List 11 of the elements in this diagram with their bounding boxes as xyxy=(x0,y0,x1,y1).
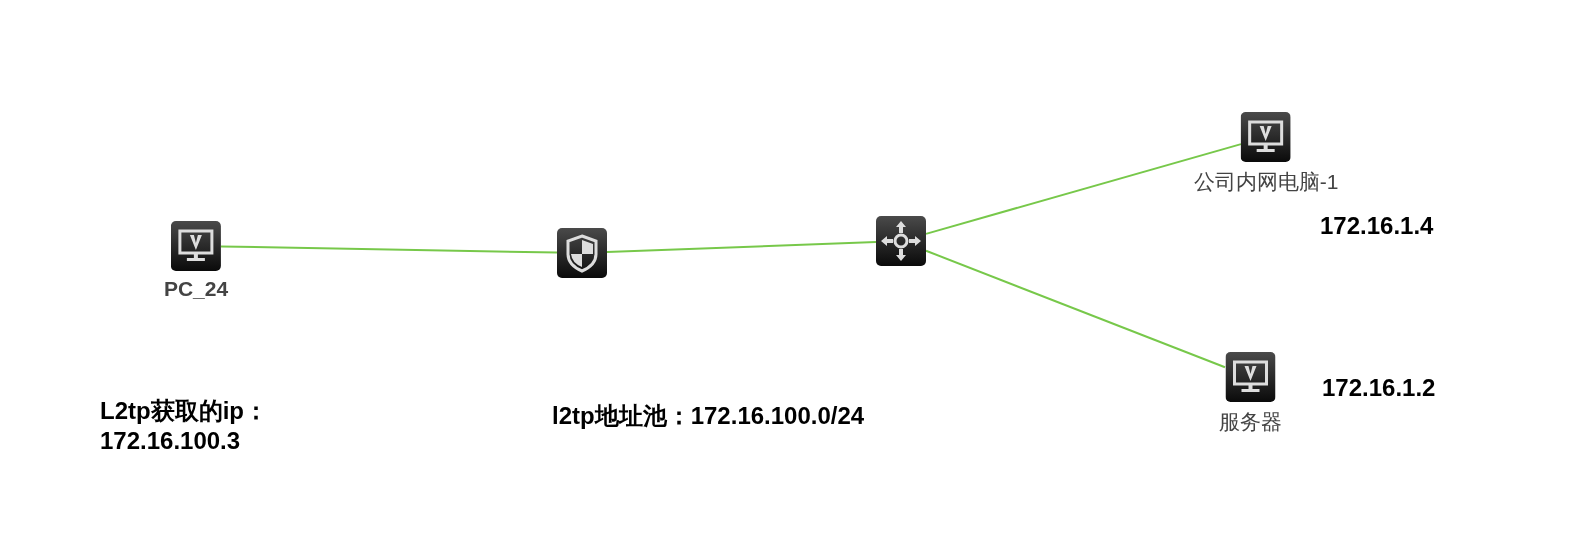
note-text: L2tp获取的ip： 172.16.100.3 xyxy=(100,396,269,455)
device-label: 服务器 xyxy=(1218,409,1282,435)
device-label: 公司内网电脑-1 xyxy=(1193,169,1339,195)
link-line xyxy=(606,240,877,254)
note-text: 172.16.1.2 xyxy=(1322,374,1436,402)
link-line xyxy=(925,249,1226,369)
link-line xyxy=(220,245,558,254)
note-text: 172.16.1.4 xyxy=(1320,212,1434,240)
link-line xyxy=(925,143,1242,235)
note-text: l2tp地址池：172.16.100.0/24 xyxy=(552,401,865,431)
device-label: PC_24 xyxy=(163,277,229,301)
